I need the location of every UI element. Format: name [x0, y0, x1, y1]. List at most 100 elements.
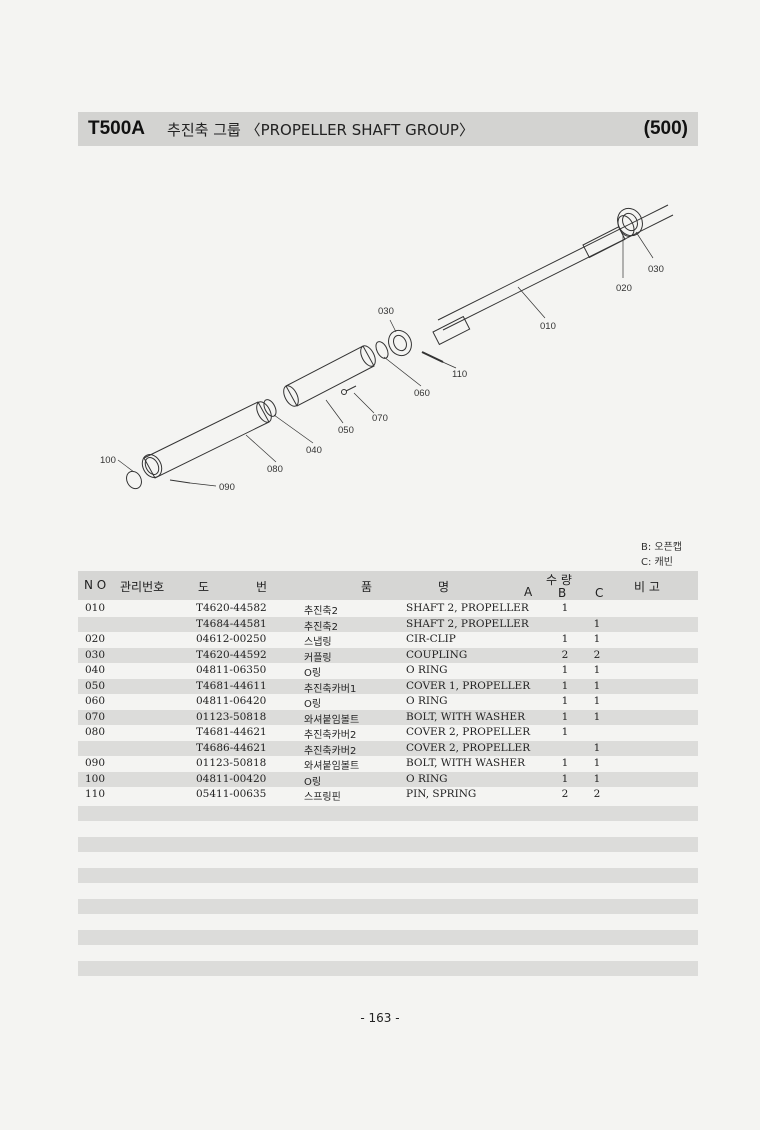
part-no: 110	[85, 788, 106, 800]
callout-080: 080	[267, 464, 283, 475]
page-code: (500)	[643, 118, 688, 139]
header-mgmt: 관리번호	[120, 580, 165, 594]
part-name-kr: O링	[304, 699, 322, 710]
part-name-kr: 와셔붙임볼트	[304, 714, 360, 726]
header-myeong: 명	[438, 580, 450, 594]
qty-b: 1	[561, 710, 569, 723]
callout-070: 070	[372, 413, 388, 424]
coupling-030-left	[388, 329, 412, 357]
shaft-line-bottom	[442, 214, 674, 331]
part-name-kr: 커플링	[304, 652, 332, 664]
header-a: A	[524, 585, 533, 599]
table-row: 080 T4681-44621 추진축카버2 COVER 2, PROPELLER 1	[78, 725, 698, 741]
header-no: N O	[84, 578, 107, 592]
part-no: 090	[85, 757, 106, 769]
part-code: T4681-44611	[196, 679, 267, 692]
callout-010: 010	[540, 321, 556, 332]
callout-020: 020	[616, 283, 632, 294]
empty-row-stripe	[78, 806, 698, 821]
cover-1-050	[285, 345, 375, 407]
qty-b: 1	[561, 633, 569, 645]
callout-100: 100	[100, 455, 116, 466]
header-c: C	[595, 586, 604, 600]
header-beon: 번	[256, 580, 268, 594]
quantity-legend: B: 오픈캡 C: 캐빈	[641, 540, 682, 570]
header-pum: 품	[361, 580, 373, 594]
part-name-en: SHAFT 2, PROPELLER	[406, 602, 529, 614]
section-header: T500A 추진축 그룹 〈PROPELLER SHAFT GROUP〉 (50…	[78, 112, 698, 146]
part-name-kr: 추진축2	[304, 621, 338, 633]
empty-row-stripe	[78, 868, 698, 883]
header-suryang: 수 량	[546, 573, 572, 587]
model-code: T500A	[88, 118, 146, 139]
section-title: 추진축 그룹 〈PROPELLER SHAFT GROUP〉	[167, 120, 474, 139]
bolt-070	[345, 385, 357, 392]
part-code: T4684-44581	[196, 617, 267, 630]
callout-110: 110	[452, 369, 467, 380]
qty-b: 2	[561, 648, 569, 661]
callout-030-left: 030	[378, 306, 394, 317]
page-number: - 163 -	[360, 1011, 400, 1025]
part-code: T4681-44621	[196, 726, 267, 738]
part-name-en: COVER 2, PROPELLER	[406, 726, 531, 738]
part-name-kr: 추진축카버2	[304, 730, 357, 741]
qty-c: 2	[593, 648, 601, 661]
table-header: N O 관리번호 도 번 품 명 수 량 A B C 비 고	[78, 571, 698, 600]
qty-b: 1	[561, 695, 569, 707]
part-name-en: O RING	[406, 664, 448, 676]
coupling-030-right	[617, 207, 643, 237]
part-code: 04811-00420	[196, 772, 267, 785]
part-no: 070	[85, 710, 106, 723]
o-ring-100	[126, 470, 142, 490]
part-name-en: SHAFT 2, PROPELLER	[406, 617, 529, 630]
empty-row-stripe	[78, 930, 698, 945]
part-name-en: COUPLING	[406, 648, 468, 661]
callout-050: 050	[338, 425, 354, 436]
exploded-diagram: 030 020 010 030 110 060 070 050 040 080 …	[100, 204, 674, 493]
qty-c: 1	[593, 741, 601, 754]
qty-b: 1	[561, 602, 569, 614]
bolt-090	[169, 479, 191, 484]
legend-b: B: 오픈캡	[640, 542, 682, 553]
header-bigo: 비 고	[634, 580, 660, 594]
legend-c: C: 캐빈	[640, 557, 673, 568]
part-code: 04811-06420	[196, 695, 267, 707]
callout-040: 040	[306, 445, 322, 456]
header-b: B	[558, 586, 567, 600]
part-code: T4620-44582	[196, 602, 267, 614]
qty-b: 1	[561, 726, 569, 738]
part-no: 020	[85, 633, 106, 645]
part-no: 050	[85, 679, 106, 692]
part-name-en: PIN, SPRING	[406, 788, 477, 800]
qty-c: 2	[593, 788, 601, 800]
part-name-kr: 추진축2	[304, 606, 338, 617]
part-name-kr: 추진축카버2	[304, 745, 357, 757]
o-ring-060	[375, 341, 389, 359]
qty-b: 1	[561, 664, 569, 676]
qty-c: 1	[593, 772, 601, 785]
qty-c: 1	[593, 695, 601, 707]
qty-c: 1	[593, 633, 601, 645]
part-name-en: CIR-CLIP	[406, 633, 456, 645]
qty-c: 1	[593, 679, 601, 692]
part-name-en: BOLT, WITH WASHER	[406, 757, 525, 769]
part-no: 080	[85, 726, 106, 738]
spline-end-left	[432, 315, 471, 346]
spline-end-right	[582, 226, 626, 259]
part-name-en: COVER 1, PROPELLER	[406, 679, 531, 692]
qty-c: 1	[593, 710, 601, 723]
part-name-en: BOLT, WITH WASHER	[406, 710, 525, 723]
empty-row-stripe	[78, 961, 698, 976]
qty-c: 1	[593, 617, 601, 630]
empty-row-stripe	[78, 899, 698, 914]
cover-2-080	[143, 401, 270, 479]
